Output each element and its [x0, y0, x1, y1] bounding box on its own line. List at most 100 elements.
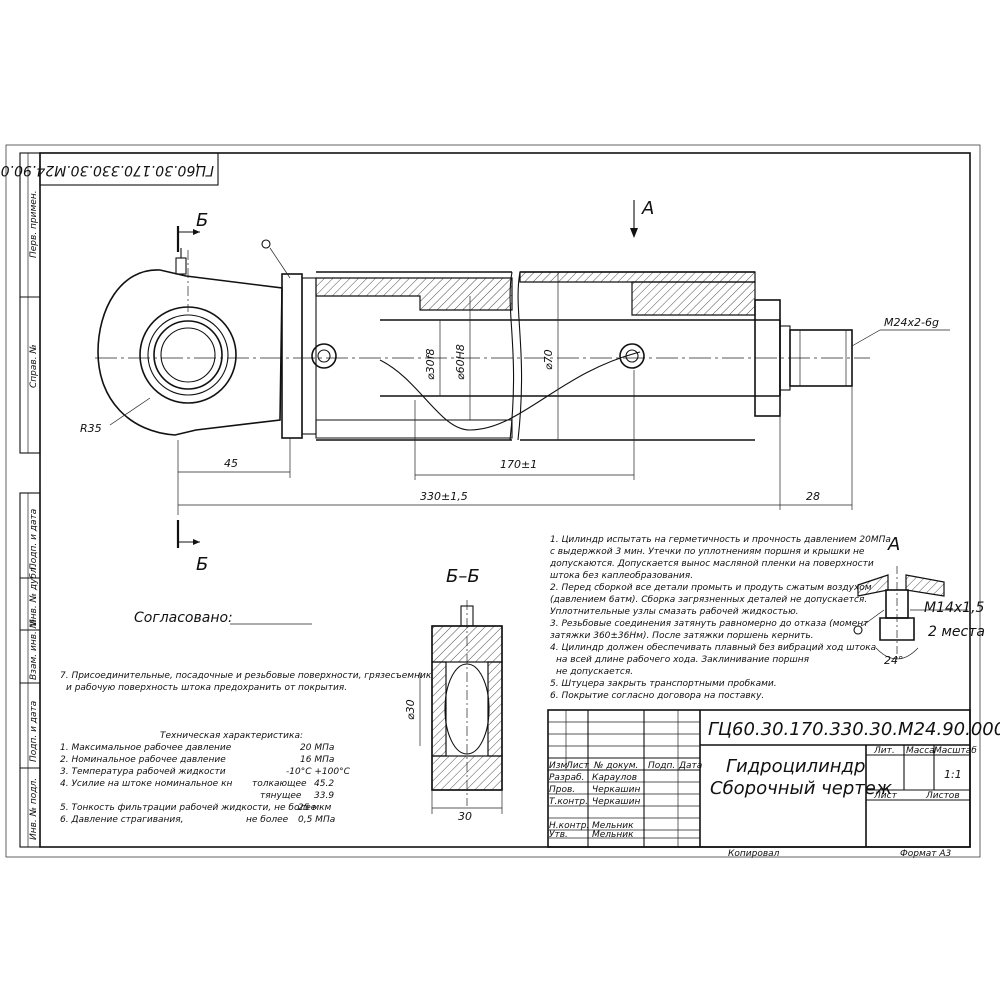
view-arrow-a: [630, 200, 638, 238]
side-label-sprav: Справ. №: [29, 344, 39, 388]
dim-28: 28: [806, 490, 820, 503]
note-line: затяжки 360±36Нм). После затяжки поршень…: [550, 631, 814, 641]
note-line: с выдержкой 3 мин. Утечки по уплотнениям…: [550, 547, 865, 557]
spec-4-sub: толкающее: [252, 779, 307, 789]
title-designation: ГЦ60.30.170.330.30.М24.90.000 СБ: [708, 719, 1000, 740]
side-label-podp-1: Подп. и дата: [29, 509, 39, 570]
note-line: (давлением 6атм). Сборка загрязненных де…: [550, 595, 867, 605]
side-label-podp-2: Подп. и дата: [29, 701, 39, 762]
left-side-strips: [19, 152, 41, 848]
title-head-lit: Лит.: [873, 746, 895, 756]
title-name-row-1: Караулов: [592, 773, 637, 783]
title-col-izm: Изм: [549, 761, 568, 771]
label-a-arrow: А: [641, 198, 654, 219]
dim-dia30: ⌀30f8: [424, 349, 437, 381]
spec-4-value: 45.2: [314, 779, 334, 789]
label-view-a: А: [887, 534, 900, 555]
cylinder-barrel: [316, 271, 756, 441]
label-m14: M14x1,5: [924, 600, 985, 616]
title-name-row-5: Мельник: [592, 830, 634, 840]
note-line: 2. Перед сборкой все детали промыть и пр…: [550, 583, 872, 593]
title-name-row-3: Черкашин: [592, 797, 640, 807]
dim-dia60: ⌀60H8: [454, 344, 467, 380]
spec-6-sub: не более: [246, 815, 289, 825]
agreed-label: Согласовано:: [134, 610, 233, 626]
title-name-row-2: Черкашин: [592, 785, 640, 795]
dim-170: 170±1: [500, 458, 537, 471]
outer-frame: [5, 144, 981, 858]
spec-4b-sub: тянущее: [260, 791, 302, 801]
dim-330: 330±1,5: [420, 490, 468, 503]
title-col-list: Лист: [565, 761, 590, 771]
spec-6-value: 0,5 МПа: [298, 815, 335, 825]
rod-eye: [97, 248, 283, 436]
title-copied: Копировал: [728, 849, 780, 859]
note-line: на всей длине рабочего хода. Заклинивани…: [556, 655, 810, 665]
dim-r35: R35: [80, 422, 102, 435]
title-sheet: Лист: [873, 791, 898, 801]
title-col-doc: № докум.: [593, 761, 638, 771]
dim-thread: M24x2-6g: [884, 316, 939, 329]
side-label-inv-podl: Инв. № подл.: [29, 778, 39, 840]
section-marker-b: [176, 226, 200, 548]
note-line: допускаются. Допускается вынос масляной …: [549, 559, 874, 569]
note-line: 6. Покрытие согласно договора на поставк…: [550, 691, 764, 701]
title-name-row-4: Мельник: [592, 821, 634, 831]
title-role-3: Т.контр.: [549, 797, 588, 807]
spec-1-label: 1. Максимальное рабочее давление: [60, 743, 232, 753]
specs-title: Техническая характеристика:: [160, 731, 303, 741]
title-head-mass: Масса: [906, 746, 935, 756]
title-role-2: Пров.: [549, 785, 575, 795]
section-bb-view: [419, 600, 503, 814]
view-a-detail: [853, 566, 968, 660]
spec-4b-value: 33.9: [314, 791, 334, 801]
note-line: Уплотнительные узлы смазать рабочей жидк…: [550, 607, 799, 617]
spec-3-value: -10°С +100°С: [286, 767, 351, 777]
title-col-date: Дата: [678, 761, 702, 771]
dim-dia70: ⌀70: [542, 349, 555, 370]
spec-4-label: 4. Усилие на штоке номинальное кн: [60, 779, 233, 789]
spec-5-value: 25 мкм: [298, 803, 332, 813]
title-name-1: Гидроцилиндр: [726, 756, 865, 777]
dim-section-dia30: ⌀30: [404, 699, 417, 720]
label-angle: 24°: [884, 654, 904, 667]
piston-rod: [380, 299, 853, 417]
side-label-inv-dubl: Инв. № дубл.: [29, 564, 39, 626]
rotated-code-box: [39, 152, 219, 186]
cylinder-head: [281, 273, 513, 439]
spec-3-label: 3. Температура рабочей жидкости: [60, 767, 226, 777]
note-line: 3. Резьбовые соединения затянуть равноме…: [550, 619, 869, 629]
dimension-lines: [109, 272, 950, 515]
spec-1-value: 20 МПа: [300, 743, 334, 753]
title-format: Формат А3: [900, 849, 952, 859]
title-head-scale: Масштаб: [934, 746, 977, 756]
note-line: 5. Штуцера закрыть транспортными пробкам…: [550, 679, 777, 689]
title-block: [547, 709, 971, 848]
title-scale: 1:1: [944, 768, 962, 781]
specs-table: 1. Максимальное рабочее давление 20 МПа …: [60, 743, 351, 825]
spec-5-label: 5. Тонкость фильтрации рабочей жидкости,…: [60, 803, 317, 813]
spec-2-label: 2. Номинальное рабочее давление: [60, 755, 226, 765]
label-2-places: 2 места: [928, 624, 985, 640]
note-line: 1. Цилиндр испытать на герметичность и п…: [550, 535, 891, 545]
dim-45: 45: [224, 457, 238, 470]
title-col-sign: Подп.: [648, 761, 675, 771]
title-role-1: Разраб.: [549, 773, 584, 783]
note-line: 4. Цилиндр должен обеспечивать плавный б…: [550, 643, 876, 653]
rotated-code: ГЦ60.30.170.330.30.М24.90.000 СБ: [0, 162, 214, 178]
title-role-5: Утв.: [549, 830, 568, 840]
note-line: не допускается.: [556, 667, 633, 677]
side-label-vzam: Взам. инв. №: [29, 619, 39, 680]
title-sheets: Листов: [925, 791, 960, 801]
technical-notes: 1. Цилиндр испытать на герметичность и п…: [549, 535, 891, 701]
label-b-bottom: Б: [196, 554, 208, 575]
label-b-top: Б: [196, 210, 208, 231]
label-section-bb: Б–Б: [446, 566, 480, 587]
title-name-2: Сборочный чертеж: [710, 778, 893, 799]
title-role-4: Н.контр.: [549, 821, 589, 831]
dim-section-w30: 30: [458, 810, 472, 823]
note-7-line-2: и рабочую поверхность штока предохранить…: [66, 683, 347, 693]
note-line: штока без каплеобразования.: [550, 571, 693, 581]
